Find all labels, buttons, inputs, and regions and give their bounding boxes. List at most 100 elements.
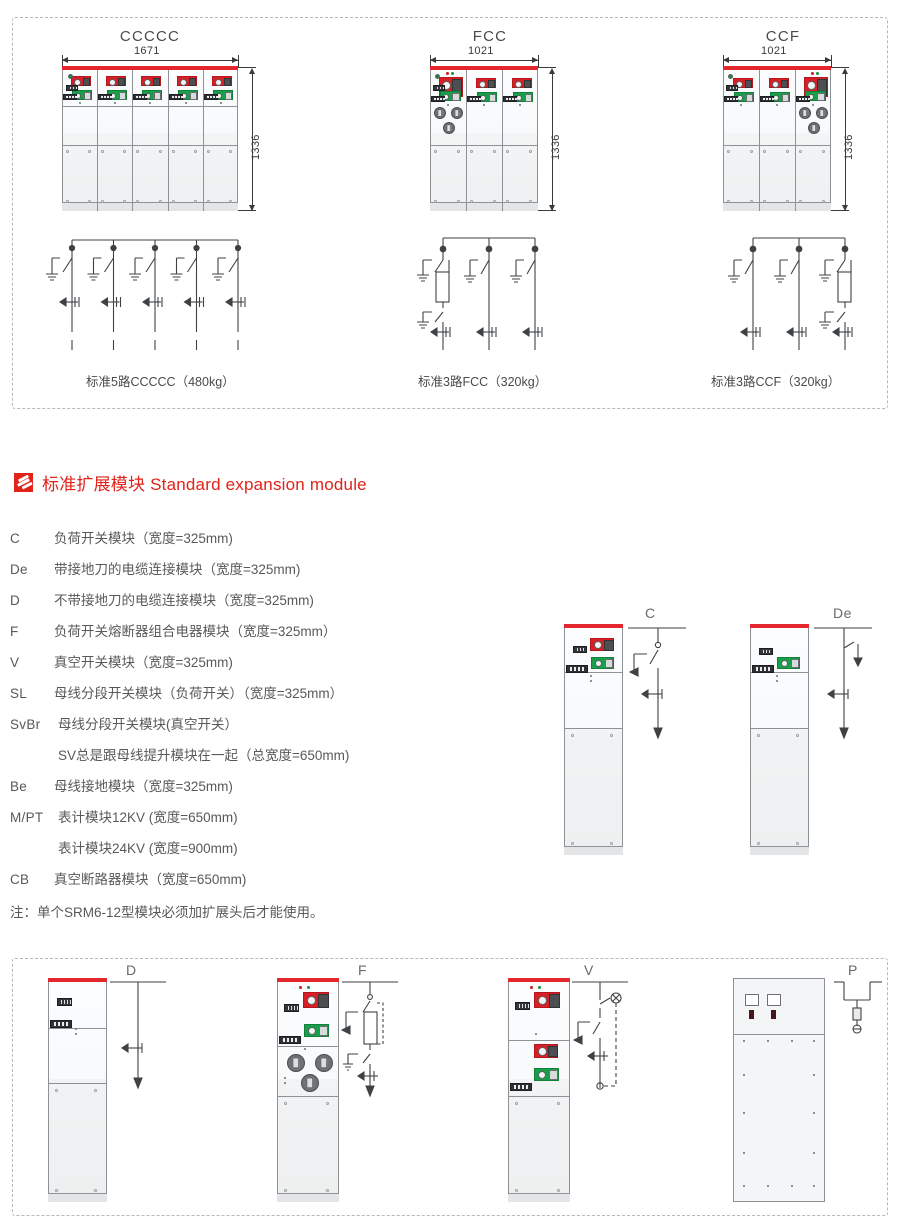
module-desc: 母线接地模块（宽度=325mm) (54, 779, 233, 794)
switch-port-icon (224, 92, 232, 100)
switch-port-icon (605, 659, 613, 668)
module-row: M/PT 表计模块12KV (宽度=650mm) (10, 806, 480, 837)
panel-handle-icon (771, 1010, 776, 1019)
unit-title-cccc: CCCCC (119, 28, 181, 45)
switch-indicator-red (303, 992, 329, 1008)
schematic-module-v (566, 978, 656, 1103)
switch-port-icon (223, 78, 231, 86)
terminal-strip-icon (50, 1020, 72, 1028)
dim-arrow (825, 57, 831, 63)
module-note: 注：单个SRM6-12型模块必须加扩展头后才能使用。 (10, 905, 324, 920)
panel-dot (284, 1082, 286, 1084)
terminal-strip-icon (63, 94, 77, 100)
switch-indicator-red (106, 76, 127, 86)
status-led-green (538, 986, 541, 989)
module-desc: 不带接地刀的电缆连接模块（宽度=325mm) (54, 593, 314, 608)
module-desc: 母线分段开关模块(真空开关） (58, 717, 238, 732)
panel-dot (743, 1074, 745, 1076)
status-led-red (811, 72, 814, 75)
module-code: V (10, 655, 20, 670)
schematic-module-de (806, 624, 886, 744)
schematic-ccf (715, 232, 875, 352)
switch-indicator-red (176, 76, 197, 86)
module-row: SV总是跟母线提升模块在一起（总宽度=650mm) (10, 744, 480, 775)
panel-handle-icon (749, 1010, 754, 1019)
switch-indicator-green (107, 90, 128, 100)
dim-tick (238, 67, 256, 68)
dim-arrow (232, 57, 238, 63)
expansion-modules-panel (12, 958, 888, 1216)
panel-dot (767, 1185, 769, 1187)
panel-dot (519, 104, 521, 106)
module-desc: SV总是跟母线提升模块在一起（总宽度=650mm) (58, 748, 350, 763)
schematic-module-d (104, 978, 184, 1098)
module-desc: 真空开关模块（宽度=325mm) (54, 655, 233, 670)
dim-tick (538, 55, 539, 67)
panel-window-icon (767, 994, 781, 1006)
switch-indicator-red (512, 78, 532, 88)
switch-port-icon (189, 92, 197, 100)
terminal-strip-icon (203, 94, 218, 100)
panel-dot (813, 1152, 815, 1154)
panel-screw (94, 1189, 97, 1192)
panel-screw (610, 734, 613, 737)
panel-screw (750, 200, 753, 203)
width-dim-line-3 (723, 60, 831, 61)
caption-fcc: 标准3路FCC（320kg） (418, 375, 548, 389)
switch-indicator-red (733, 78, 753, 88)
switch-port-icon (525, 94, 532, 102)
module-row: SvBr 母线分段开关模块(真空开关） (10, 713, 480, 744)
switch-port-icon (746, 94, 753, 102)
panel-screw (763, 150, 766, 153)
meter-icon (573, 646, 587, 653)
panel-screw (171, 200, 175, 203)
panel-dot (791, 1040, 793, 1042)
module-desc: 带接地刀的电缆连接模块（宽度=325mm) (54, 562, 301, 577)
switch-port-icon (452, 93, 460, 101)
switch-indicator-red (211, 76, 232, 86)
switch-port-icon (119, 92, 127, 100)
dim-tick (538, 210, 556, 211)
panel-screw (571, 842, 574, 845)
module-desc: 负荷开关模块（宽度=325mm) (54, 531, 233, 546)
switch-indicator-green (777, 657, 800, 669)
dim-arrow (532, 57, 538, 63)
panel-screw (326, 1189, 329, 1192)
dim-tick (831, 210, 849, 211)
module-code: CB (10, 872, 30, 887)
cabinet-top-bar (508, 978, 570, 982)
panel-screw (88, 200, 92, 203)
module-code: Be (10, 779, 28, 794)
brand-logo-icon (14, 473, 33, 492)
dim-tick (831, 67, 849, 68)
dim-arrow (430, 57, 436, 63)
dim-tick (538, 67, 556, 68)
panel-screw (506, 150, 509, 153)
switch-indicator-green (770, 92, 790, 102)
height-dim-line-1 (252, 70, 253, 210)
module-desc: 负荷开关熔断器组合电器模块（宽度=325mm） (54, 624, 337, 639)
cabinet-v-divider (132, 70, 134, 211)
unit-title-ccf: CCF (765, 28, 801, 45)
module-figure-label-f: F (358, 962, 368, 978)
panel-screw (796, 734, 799, 737)
cabinet-top-bar (750, 624, 809, 628)
panel-screw (763, 200, 766, 203)
cabinet-top-bar (62, 66, 238, 70)
panel-screw (434, 200, 437, 203)
panel-dot (284, 1077, 286, 1079)
meter-icon (759, 648, 773, 655)
panel-screw (66, 150, 69, 153)
panel-dot (304, 1048, 306, 1050)
switch-port-icon (548, 1046, 558, 1057)
meter-icon (284, 1004, 299, 1012)
panel-screw (493, 200, 496, 203)
operating-knob-icon (538, 1047, 547, 1056)
module-row: 表计模块24KV (宽度=900mm) (10, 837, 480, 868)
cabinet-h-divider (508, 1040, 570, 1041)
panel-screw (55, 1089, 58, 1092)
panel-screw (158, 200, 162, 203)
cabinet-h-divider (430, 145, 538, 146)
terminal-strip-icon (467, 96, 481, 102)
